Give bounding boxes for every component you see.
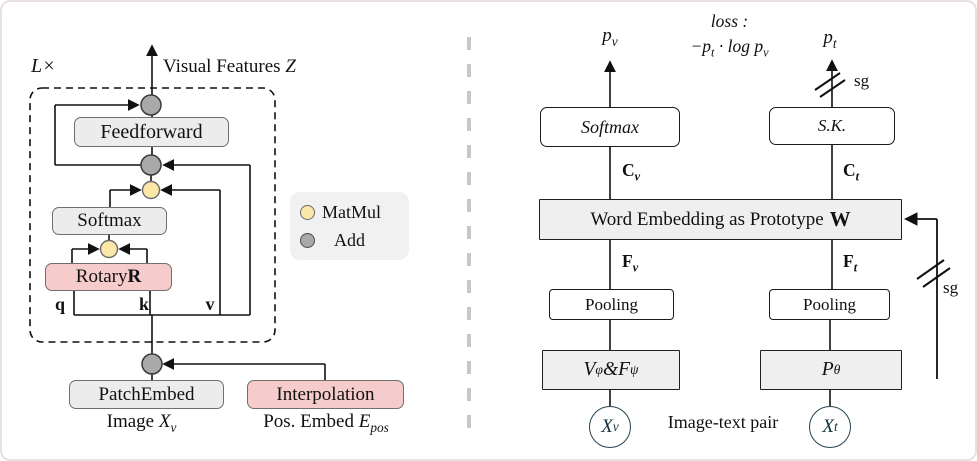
node-legend: MatMul Add <box>290 192 409 260</box>
sg-slash-side-1 <box>922 267 951 288</box>
loss-line2: −pt · log pv <box>690 36 769 60</box>
fv-label: Fv <box>622 251 639 275</box>
loss-formula: loss : −pt · log pv <box>657 9 802 59</box>
ct-label: Ct <box>843 160 860 184</box>
image-input-label: Image Xv <box>106 411 177 435</box>
add-node-embed <box>141 353 163 375</box>
word-embedding-prototype-box: Word Embedding as Prototype W <box>539 199 902 240</box>
ft-label: Ft <box>843 251 858 275</box>
v-label: v <box>205 294 215 314</box>
add-node-icon <box>300 232 315 248</box>
add-node-mid <box>140 154 162 176</box>
cv-label: Cv <box>622 160 641 184</box>
legend-matmul-label: MatMul <box>322 201 382 222</box>
sinkhorn-knopp-box: S.K. <box>769 107 895 145</box>
sg-slash-side-2 <box>916 259 945 280</box>
visual-features-label: Visual Features Z <box>163 56 296 77</box>
loss-line1: loss : <box>710 11 749 31</box>
softmax-box-left: Softmax <box>52 207 167 235</box>
matmul-node-attn-v <box>141 180 161 200</box>
matmul-node-qk <box>99 239 119 259</box>
image-text-pair-label: Image-text pair <box>667 412 779 432</box>
pooling-box-visual: Pooling <box>549 289 674 320</box>
softmax-box-right: Softmax <box>540 107 680 147</box>
matmul-node-icon <box>300 204 315 220</box>
legend-row-matmul: MatMul <box>300 202 409 223</box>
q-label: q <box>54 294 65 314</box>
add-node-top <box>140 94 162 116</box>
script-z-symbol: Z <box>285 56 296 77</box>
pooling-box-text: Pooling <box>769 289 890 320</box>
interpolation-box: Interpolation <box>247 380 404 409</box>
sg-side-label: sg <box>943 278 959 297</box>
loop-count-label: L× <box>31 55 56 77</box>
rotation-matrix-symbol: R <box>127 266 142 287</box>
rotary-box: Rotary R <box>45 263 172 291</box>
patchembed-box: PatchEmbed <box>69 380 224 409</box>
legend-add-label: Add <box>334 229 365 250</box>
pos-embed-label: Pos. Embed Epos <box>263 411 389 435</box>
sg-top-label: sg <box>854 71 870 90</box>
k-label: k <box>138 294 149 314</box>
feedforward-box: Feedforward <box>74 117 229 147</box>
sg-slash-top-1 <box>819 79 846 98</box>
prototype-w-symbol: W <box>829 207 851 231</box>
pv-label: pv <box>602 25 618 49</box>
legend-row-add: Add <box>300 230 409 251</box>
sg-slash-top-2 <box>814 72 841 91</box>
pt-label: pt <box>823 27 837 51</box>
